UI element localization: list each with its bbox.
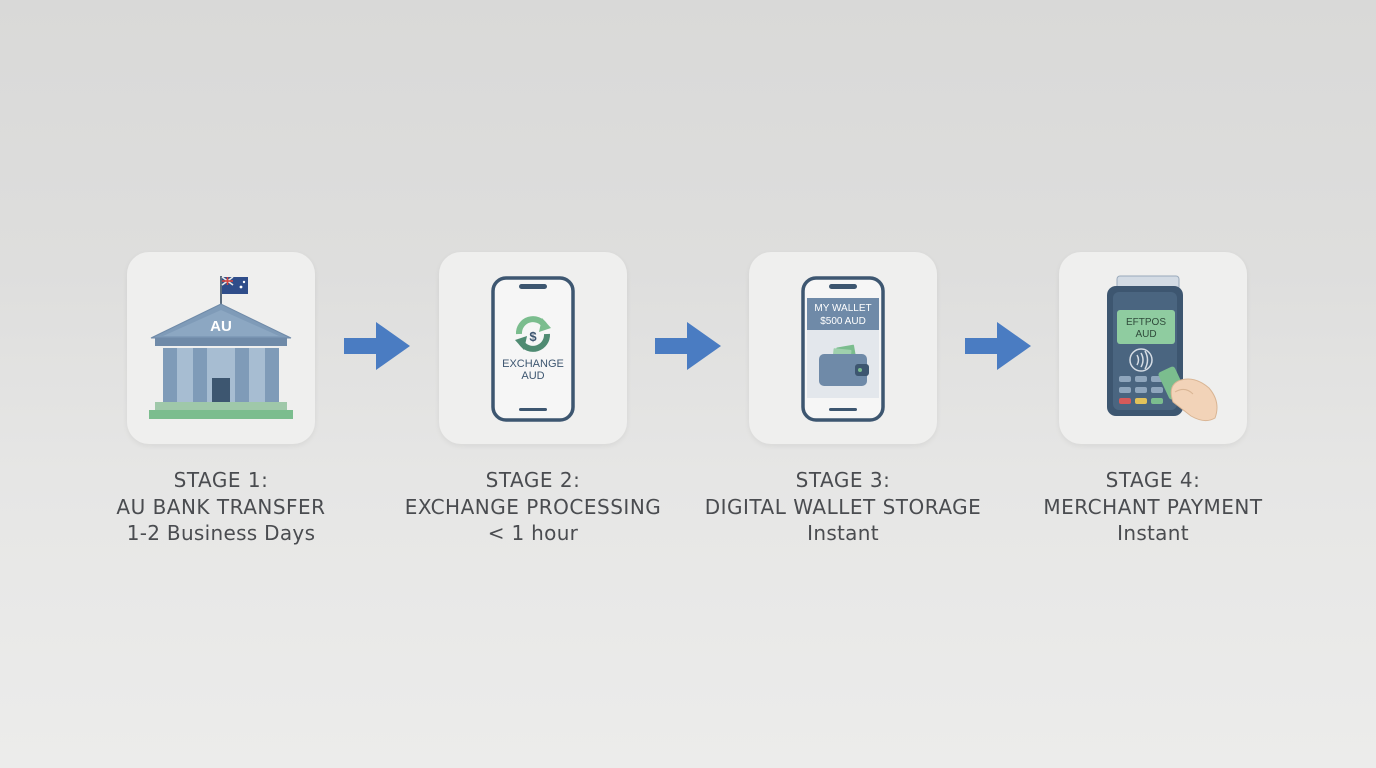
stage-1-subtitle: AU BANK TRANSFER — [116, 494, 326, 519]
stage-3-duration: Instant — [807, 521, 879, 545]
stage-4-title: STAGE 4: — [1105, 468, 1201, 492]
stage-2-label: STAGE 2: EXCHANGE PROCESSING < 1 hour — [383, 467, 683, 547]
stage-3-card: MY WALLET $500 AUD — [749, 252, 937, 444]
arrow-right-icon — [655, 322, 721, 370]
stage-1-duration: 1-2 Business Days — [126, 521, 316, 545]
bank-au-text: AU — [210, 318, 232, 335]
stage-1-title: STAGE 1: — [173, 468, 269, 492]
stage-1-label: STAGE 1: AU BANK TRANSFER 1-2 Business D… — [71, 467, 371, 547]
svg-text:$: $ — [529, 329, 537, 344]
stage-3-title: STAGE 3: — [795, 468, 891, 492]
phone-exchange-icon: $ EXCHANGE AUD — [491, 276, 575, 422]
wallet-amount-text: $500 AUD — [820, 316, 866, 327]
stage-2-card: $ EXCHANGE AUD — [439, 252, 627, 444]
stage-2-title: STAGE 2: — [485, 468, 581, 492]
exchange-text: EXCHANGE — [502, 358, 564, 370]
stage-2-subtitle: EXCHANGE PROCESSING — [404, 494, 662, 519]
stage-4-card: EFTPOS AUD — [1059, 252, 1247, 444]
eftpos-text: EFTPOS — [1126, 317, 1166, 328]
stage-2-duration: < 1 hour — [487, 521, 579, 545]
eftpos-aud-text: AUD — [1135, 329, 1156, 340]
stage-1-card: AU — [127, 252, 315, 444]
stage-4-subtitle: MERCHANT PAYMENT — [1043, 494, 1263, 519]
arrow-right-icon — [965, 322, 1031, 370]
arrow-right-icon — [344, 322, 410, 370]
stage-4-label: STAGE 4: MERCHANT PAYMENT Instant — [1003, 467, 1303, 547]
stage-3-label: STAGE 3: DIGITAL WALLET STORAGE Instant — [693, 467, 993, 547]
phone-wallet-icon: MY WALLET $500 AUD — [801, 276, 885, 422]
stage-3-subtitle: DIGITAL WALLET STORAGE — [704, 494, 982, 519]
wallet-title-text: MY WALLET — [814, 303, 871, 314]
bank-building-icon: AU — [149, 276, 293, 419]
eftpos-terminal-icon: EFTPOS AUD — [1107, 275, 1218, 422]
stage-4-duration: Instant — [1117, 521, 1189, 545]
exchange-aud-text: AUD — [521, 370, 544, 382]
